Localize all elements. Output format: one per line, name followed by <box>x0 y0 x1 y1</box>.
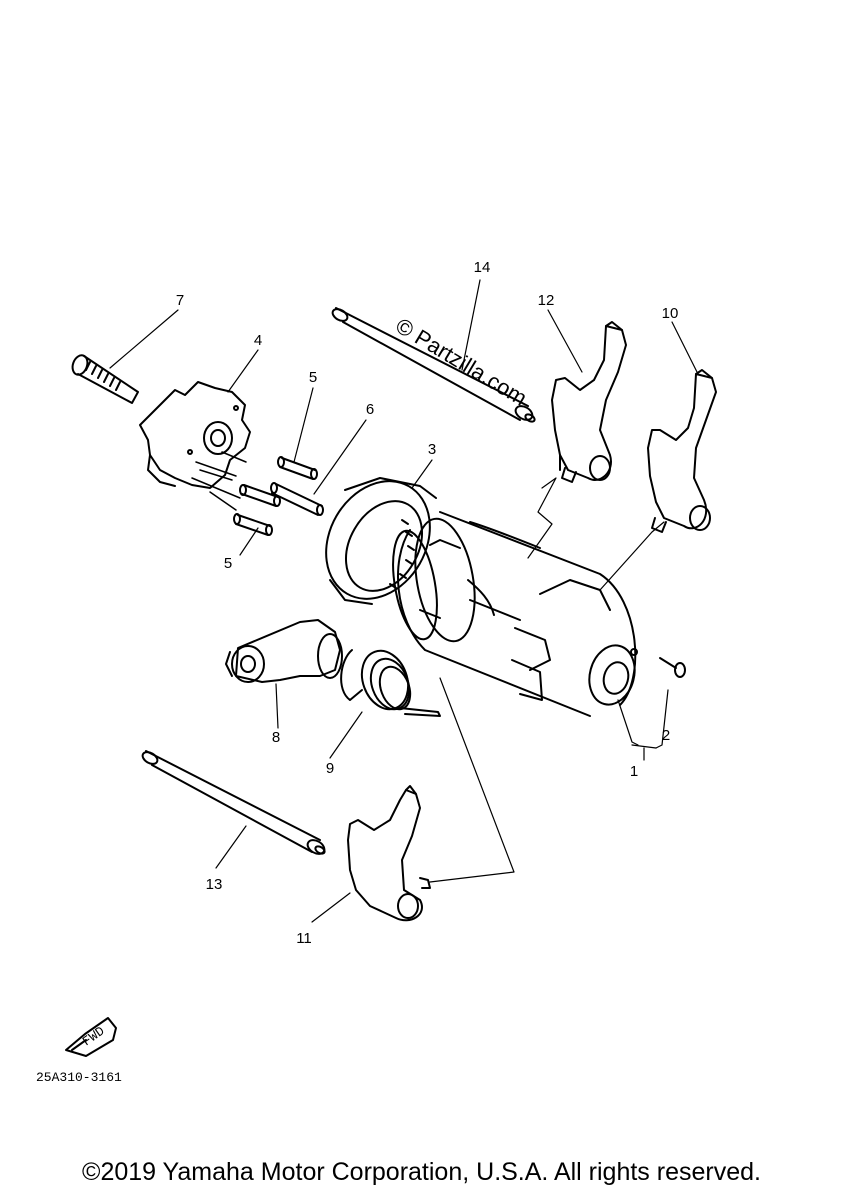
callout-13: 13 <box>206 876 223 893</box>
copyright-text: ©2019 Yamaha Motor Corporation, U.S.A. A… <box>82 1158 761 1186</box>
diagram-code: 25A310-3161 <box>36 1070 122 1085</box>
part-4-segment <box>139 381 251 489</box>
callout-10: 10 <box>662 305 679 322</box>
callout-5-upper: 5 <box>309 369 317 386</box>
part-10-shift-fork <box>647 369 717 533</box>
part-5-pins-upper <box>239 456 318 507</box>
callout-14: 14 <box>474 259 491 276</box>
callout-1: 1 <box>630 763 638 780</box>
alignment-lines <box>191 451 247 511</box>
part-3-bearing <box>325 477 437 605</box>
callout-4: 4 <box>254 332 262 349</box>
part-8-shift-lever <box>225 619 343 683</box>
part-12-shift-fork <box>551 321 627 483</box>
fwd-arrow-icon <box>65 1017 117 1057</box>
callout-labels: 1 2 3 4 5 5 6 7 8 9 10 11 12 13 14 <box>176 259 679 947</box>
leader-lines <box>109 279 699 923</box>
part-2-pin <box>659 657 686 678</box>
part-9-spring <box>340 649 441 717</box>
part-1-shift-drum <box>392 511 638 717</box>
part-14-guide-bar <box>331 307 536 423</box>
callout-12: 12 <box>538 292 555 309</box>
callout-2: 2 <box>662 727 670 744</box>
callout-8: 8 <box>272 729 280 746</box>
callout-9: 9 <box>326 760 334 777</box>
callout-11: 11 <box>296 930 312 947</box>
callout-7: 7 <box>176 292 184 309</box>
part-13-guide-bar <box>141 750 326 855</box>
part-11-shift-fork <box>347 785 431 922</box>
part-6-pin <box>270 482 324 516</box>
watermark-text: © Partzilla.com <box>391 313 531 411</box>
callout-3: 3 <box>428 441 436 458</box>
part-5-pin-lower <box>233 513 273 536</box>
part-7-bolt <box>71 354 139 404</box>
callout-6: 6 <box>366 401 374 418</box>
callout-5-lower: 5 <box>224 555 232 572</box>
